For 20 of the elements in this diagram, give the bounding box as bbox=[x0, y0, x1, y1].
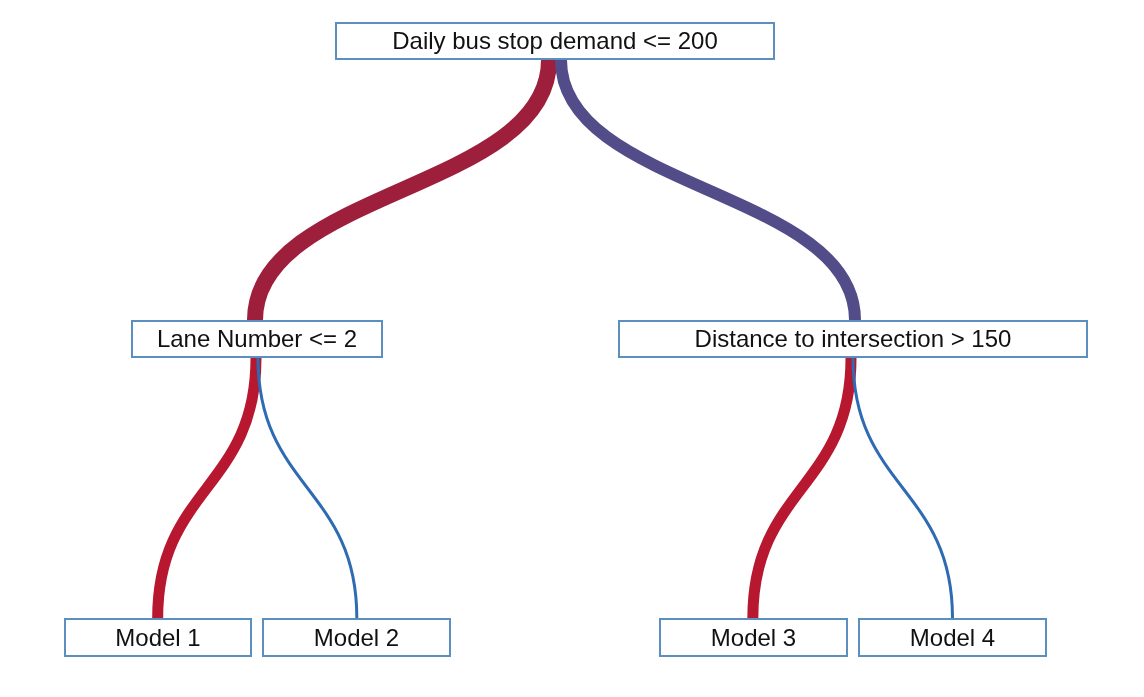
decision-box bbox=[659, 618, 848, 657]
decision-box bbox=[64, 618, 252, 657]
node-label: Model 4 bbox=[909, 623, 996, 652]
decision-box bbox=[262, 618, 451, 657]
decision-box bbox=[858, 618, 1047, 657]
branch-connector bbox=[247, 58, 557, 322]
decision-box bbox=[335, 22, 775, 60]
node-label: Daily bus stop demand <= 200 bbox=[392, 27, 718, 55]
branch-connector bbox=[256, 357, 359, 619]
node-label: Model 2 bbox=[313, 623, 400, 652]
branch-connector bbox=[152, 357, 262, 619]
node-label: Model 3 bbox=[710, 623, 797, 652]
node-label: Distance to intersection > 150 bbox=[694, 325, 1012, 353]
branch-connector bbox=[851, 357, 954, 619]
node-label: Model 1 bbox=[115, 623, 201, 652]
branch-connector bbox=[555, 58, 861, 322]
branch-connector bbox=[747, 357, 857, 619]
node-label: Lane Number <= 2 bbox=[156, 325, 358, 353]
decision-box bbox=[618, 320, 1088, 358]
decision-box bbox=[131, 320, 383, 358]
